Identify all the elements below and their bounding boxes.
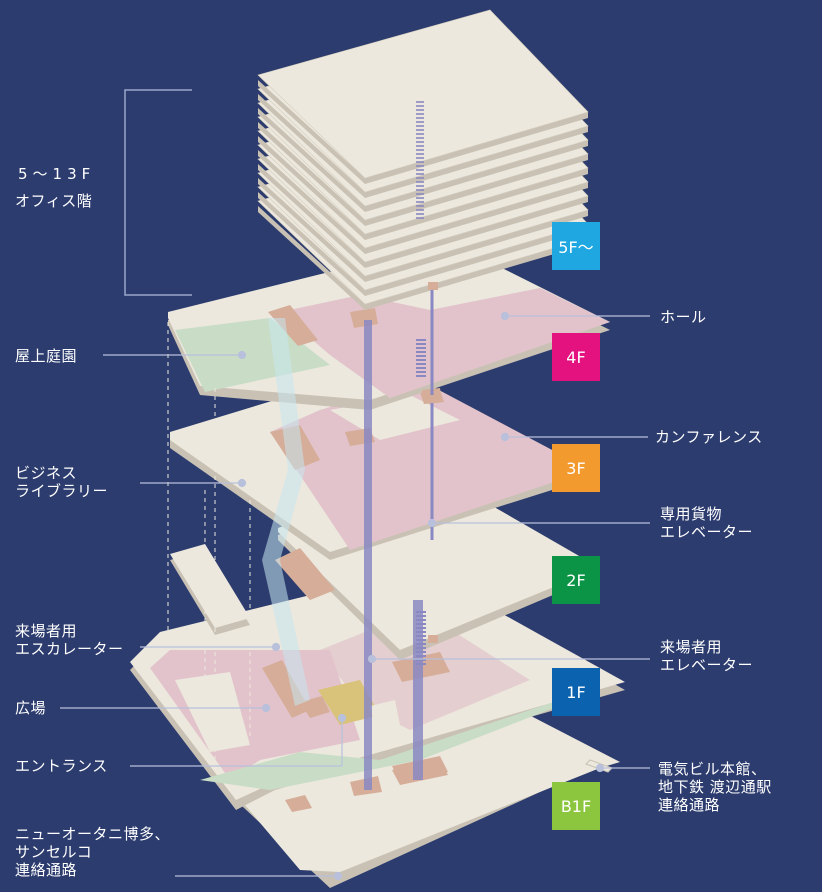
freight-elevator-label: 専用貨物 エレベーター	[660, 505, 754, 541]
conference-label: カンファレンス	[655, 428, 763, 446]
green-area-1f	[200, 690, 600, 790]
entrance-label: エントランス	[15, 757, 108, 775]
office-floor-label: オフィス階	[15, 192, 93, 210]
visitor-elevator-shaft	[364, 320, 423, 790]
office-range-label: 5～13F	[18, 165, 96, 183]
visitor-elevator-label: 来場者用 エレベーター	[660, 638, 754, 674]
office-stack	[257, 9, 589, 310]
floor-2f-annex	[170, 544, 250, 635]
visitor-escalator-label: 来場者用 エスカレーター	[15, 622, 124, 658]
floor-badge-3f: 3F	[552, 444, 600, 492]
rooftop-garden-label: 屋上庭園	[15, 347, 78, 365]
floor-badge-2f: 2F	[552, 556, 600, 604]
visitor-escalator-tube	[262, 318, 310, 706]
new-otani-link-label: ニューオータニ博多、 サンセルコ 連絡通路	[15, 825, 171, 879]
plaza-label: 広場	[15, 699, 47, 717]
floor-badge-5f: 5F～	[552, 222, 600, 270]
floor-badge-b1f: B1F	[552, 782, 600, 830]
floor-badge-1f: 1F	[552, 668, 600, 716]
guide-lines	[167, 322, 251, 760]
floor-1f	[130, 568, 625, 810]
business-library-label: ビジネス ライブラリー	[15, 464, 109, 500]
callout-leaders	[60, 311, 650, 881]
denki-building-link-label: 電気ビル本館、 地下鉄 渡辺通駅 連絡通路	[658, 760, 772, 814]
office-bracket	[124, 89, 192, 296]
floor-badge-4f: 4F	[552, 333, 600, 381]
hall-label: ホール	[660, 308, 707, 326]
conference-area	[270, 380, 590, 550]
